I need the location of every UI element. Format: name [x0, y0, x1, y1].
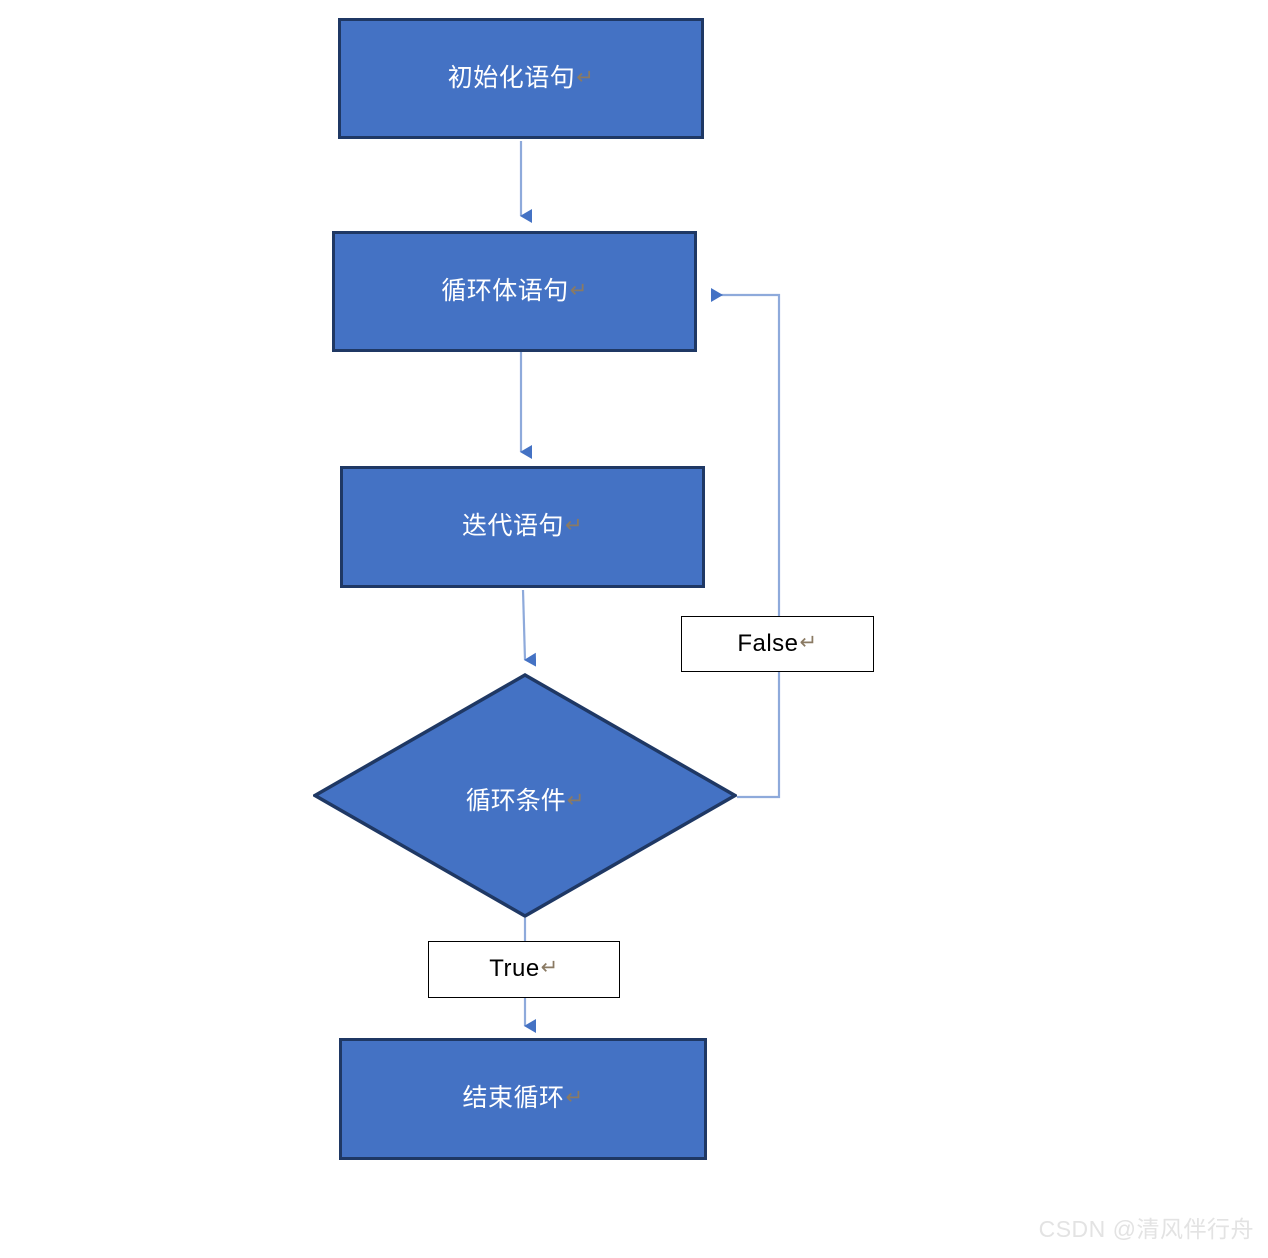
pilcrow-icon: ↵ [569, 278, 588, 302]
pilcrow-icon: ↵ [566, 789, 585, 812]
diamond-shape [311, 672, 739, 919]
pilcrow-icon: ↵ [565, 1086, 584, 1110]
node-condition[interactable]: 循环条件↵ [311, 672, 739, 919]
node-end-loop-label: 结束循环 [462, 1084, 565, 1113]
node-end-loop[interactable]: 结束循环↵ [339, 1038, 707, 1160]
node-iteration[interactable]: 迭代语句↵ [340, 466, 705, 588]
watermark-text: CSDN @清风伴行舟 [1038, 1216, 1254, 1242]
edge-label-false-text: False [737, 629, 799, 657]
edge-label-false-wrap: False↵ [737, 629, 818, 657]
node-loop-body-label: 循环体语句 [441, 276, 569, 305]
node-loop-body-label-wrap: 循环体语句↵ [441, 276, 588, 306]
node-iteration-label-wrap: 迭代语句↵ [462, 513, 583, 541]
node-end-loop-label-wrap: 结束循环↵ [462, 1085, 583, 1113]
edge-label-true-wrap: True↵ [489, 956, 559, 982]
node-init-label: 初始化语句 [447, 63, 576, 92]
pilcrow-icon: ↵ [540, 956, 559, 980]
edge-label-true[interactable]: True↵ [428, 941, 620, 998]
edge-label-true-text: True [489, 955, 540, 983]
pilcrow-icon: ↵ [799, 630, 818, 654]
node-loop-body[interactable]: 循环体语句↵ [332, 231, 697, 352]
node-init[interactable]: 初始化语句↵ [338, 18, 704, 139]
edge-label-false[interactable]: False↵ [681, 616, 874, 672]
node-iteration-label: 迭代语句 [461, 512, 564, 541]
node-init-label-wrap: 初始化语句↵ [447, 63, 595, 93]
edge-iteration-to-condition [521, 589, 537, 667]
pilcrow-icon: ↵ [564, 514, 584, 538]
node-condition-label: 循环条件 [465, 787, 566, 815]
node-condition-label-wrap: 循环条件↵ [313, 781, 737, 817]
pilcrow-icon: ↵ [576, 65, 595, 89]
